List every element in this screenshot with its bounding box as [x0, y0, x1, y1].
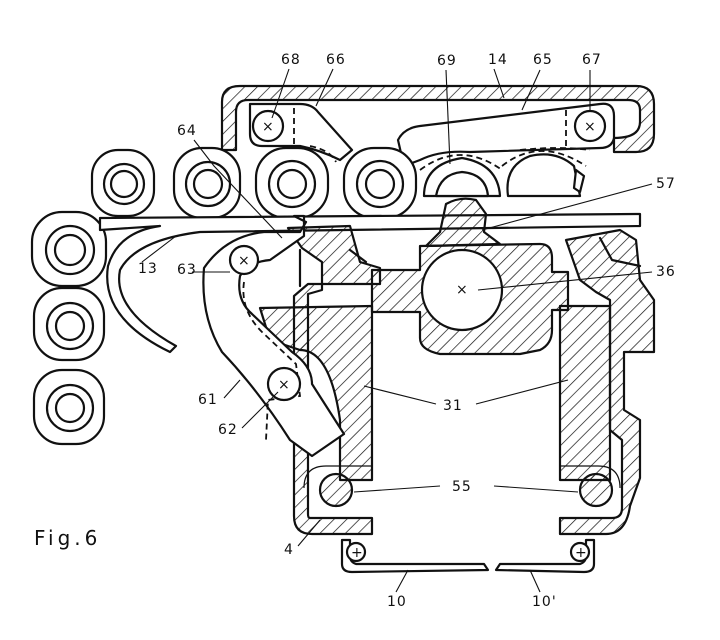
roller-69: [422, 156, 502, 198]
block-36: ×: [370, 197, 570, 356]
arm-66: ×: [248, 102, 354, 163]
label-64: 64: [177, 123, 197, 139]
roller-chain: [30, 146, 587, 446]
arm-65: ×: [396, 102, 616, 168]
svg-text:+: +: [351, 545, 364, 561]
pivot-mark-67: ×: [584, 119, 597, 135]
label-10: 10: [387, 594, 407, 610]
label-66: 66: [326, 52, 346, 68]
label-4: 4: [284, 542, 294, 558]
leader-lines: [141, 68, 653, 593]
label-61: 61: [198, 392, 218, 408]
figure-caption: Fig.6: [34, 526, 101, 550]
label-10-prime: 10': [532, 594, 557, 610]
label-62: 62: [218, 422, 238, 438]
label-65: 65: [533, 52, 553, 68]
reference-labels: 68 66 69 14 65 67 64 57 13 63 36 61 62 3…: [34, 52, 676, 610]
label-57: 57: [656, 176, 676, 192]
svg-text:×: ×: [456, 282, 469, 298]
label-14: 14: [488, 52, 508, 68]
svg-text:+: +: [575, 545, 588, 561]
label-68: 68: [281, 52, 301, 68]
guide-13: [98, 212, 642, 354]
label-13: 13: [138, 261, 158, 277]
label-55: 55: [452, 479, 472, 495]
bottom-plates: + +: [340, 538, 596, 574]
label-69: 69: [437, 53, 457, 69]
label-67: 67: [582, 52, 602, 68]
label-31: 31: [443, 398, 463, 414]
label-36: 36: [656, 264, 676, 280]
label-63: 63: [177, 262, 197, 278]
top-cover: [220, 84, 656, 154]
shafts-55: [303, 465, 621, 508]
svg-text:×: ×: [278, 377, 291, 393]
lever-61: × ×: [202, 214, 346, 458]
svg-text:×: ×: [238, 253, 251, 269]
pivot-mark-68: ×: [262, 119, 275, 135]
